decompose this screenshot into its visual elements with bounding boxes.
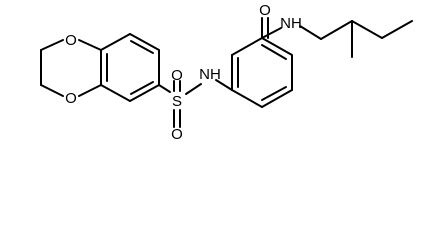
atom-label-nh-sulfonamide: NH xyxy=(199,66,221,83)
bond xyxy=(40,84,64,97)
bond xyxy=(381,20,413,39)
bond xyxy=(261,27,282,39)
bond xyxy=(261,37,293,56)
bond xyxy=(158,84,171,93)
atom-label-sulfur: S xyxy=(172,93,182,110)
atom-label-o-carbonyl: O xyxy=(259,2,271,19)
atom-label-o-dioxane-bottom: O xyxy=(65,90,77,107)
chemical-structure-diagram: O O S O O NH O NH xyxy=(40,2,413,143)
bond xyxy=(78,84,102,97)
benzamide-benzene-ring xyxy=(231,37,293,108)
double-bond-inner-line xyxy=(261,44,287,60)
bond xyxy=(129,33,160,51)
atom-label-o-dioxane-top: O xyxy=(65,32,77,49)
bond xyxy=(129,84,160,102)
bond xyxy=(231,37,263,56)
bond xyxy=(100,84,131,102)
bond xyxy=(78,39,102,51)
bond xyxy=(261,89,293,108)
atom-label-nh-amide: NH xyxy=(280,15,302,32)
bond xyxy=(100,33,131,51)
bond xyxy=(351,20,383,39)
atom-label-o-sulfonyl-top: O xyxy=(171,67,183,84)
bond xyxy=(40,39,64,51)
sulfonyl-group xyxy=(158,80,202,128)
dioxane-ring xyxy=(40,39,102,97)
benzodioxane-benzene-ring xyxy=(100,33,160,102)
sec-butyl-chain xyxy=(320,20,413,58)
bond xyxy=(320,20,353,40)
double-bond-inner-line xyxy=(130,81,154,95)
amide-group xyxy=(261,17,322,40)
double-bond-inner-line xyxy=(261,86,287,101)
double-bond-inner-line xyxy=(130,40,154,54)
atom-label-o-sulfonyl-bottom: O xyxy=(171,126,183,143)
bond xyxy=(231,89,263,108)
bond xyxy=(299,25,322,40)
bond xyxy=(185,83,202,95)
bond xyxy=(215,79,233,91)
